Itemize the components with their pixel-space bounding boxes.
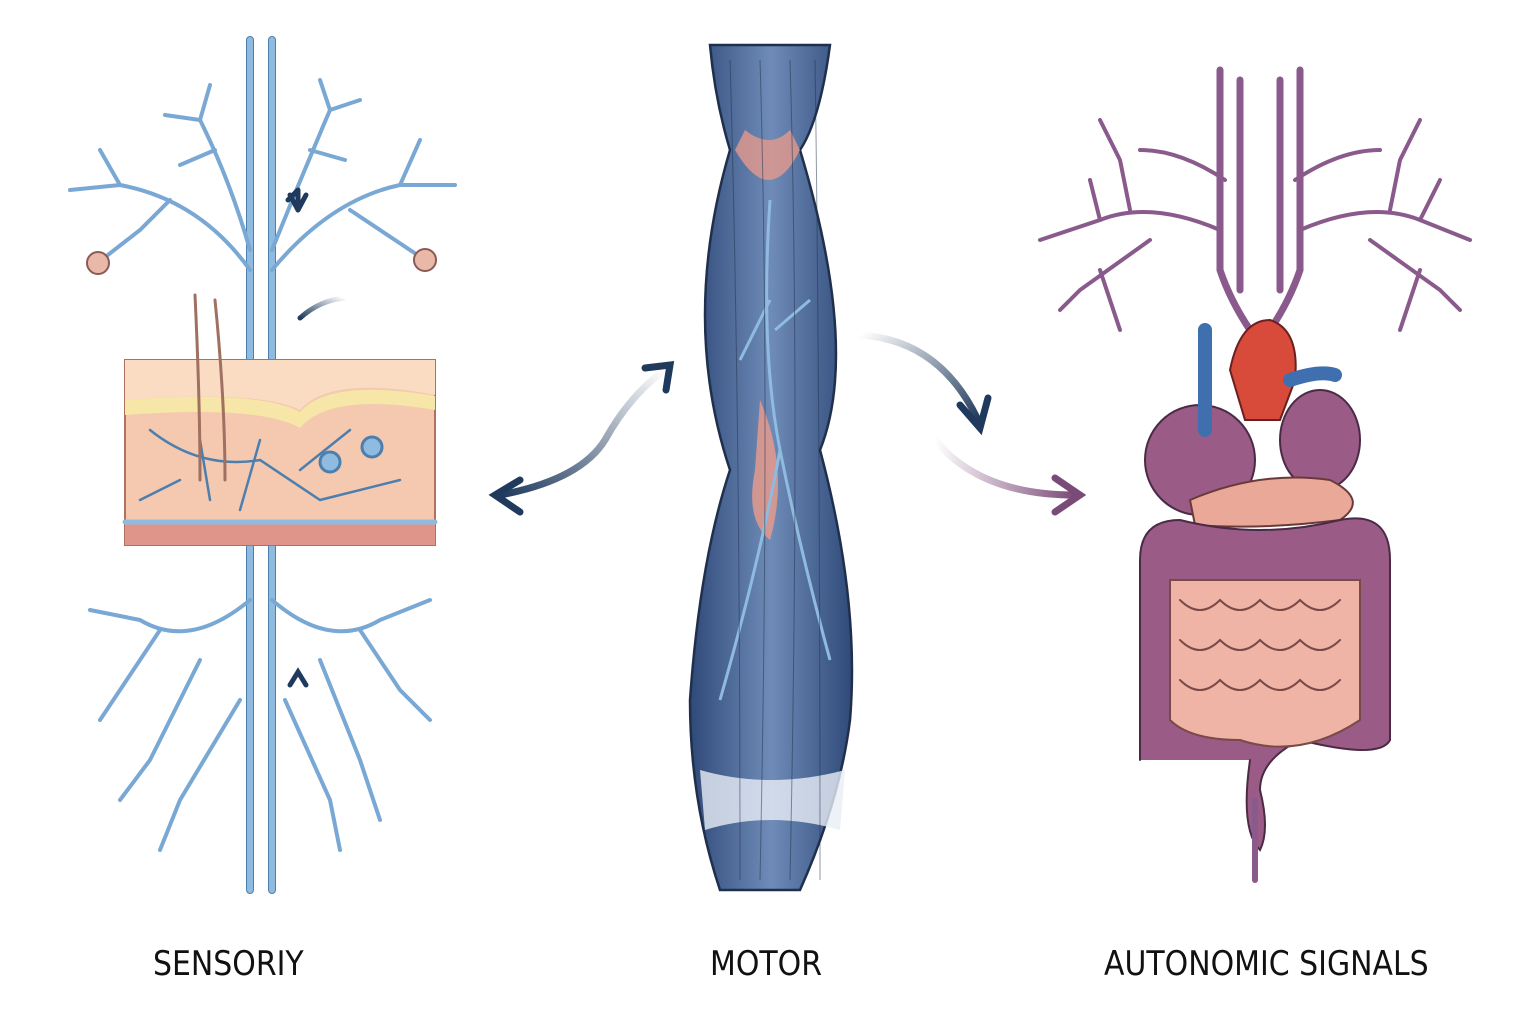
autonomic-label: AUTONOMIC SIGNALS	[1104, 944, 1429, 984]
autonomic-organs-illustration	[1038, 66, 1472, 883]
arrow-motor-autonomic	[856, 331, 1087, 516]
sensory-label: SENSORIY	[153, 944, 304, 984]
double-arrow-sensory-motor	[488, 360, 675, 516]
motor-label: MOTOR	[710, 944, 822, 984]
motor-muscle-illustration	[688, 43, 854, 892]
sensory-nerve-illustration	[68, 36, 457, 894]
